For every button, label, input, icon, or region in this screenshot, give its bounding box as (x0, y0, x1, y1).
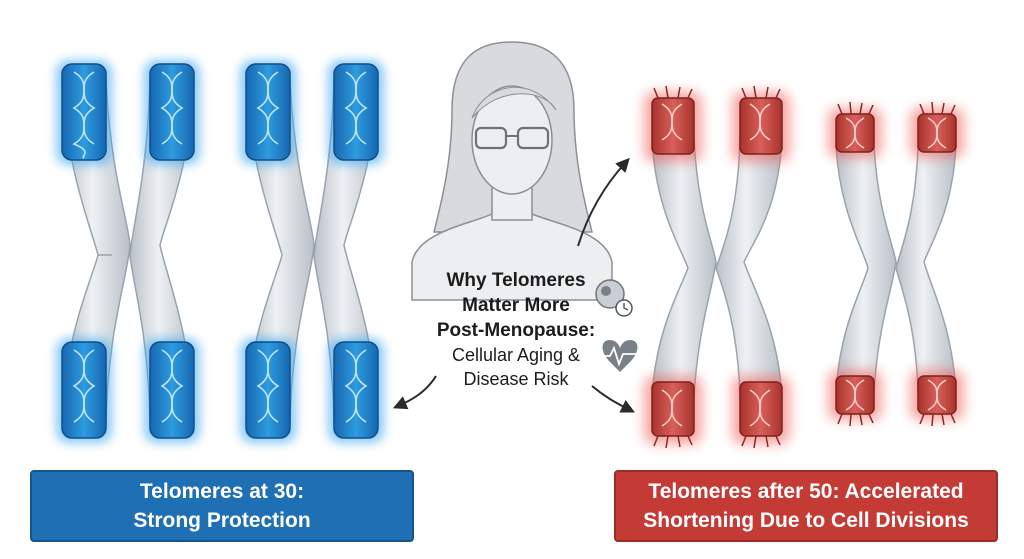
telomere-cap (149, 63, 195, 161)
telomere-cap (333, 63, 379, 161)
arrow-to-old-top (577, 157, 630, 247)
subtitle-line-1: Cellular Aging & (451, 345, 581, 365)
frayed-dna-icon (661, 103, 771, 427)
arrow-to-old-bottom (591, 385, 636, 413)
telomere-cap (651, 97, 695, 155)
healthy-chromosome-1 (56, 60, 200, 443)
dna-helix-icon (256, 71, 368, 423)
woman-silhouette-icon (411, 41, 613, 301)
banner-left-line-2: Strong Protection (133, 509, 311, 532)
banner-left-line-1: Telomeres at 30: (139, 480, 305, 503)
title-line-3: Post-Menopause: (436, 320, 596, 341)
chromosome-body (895, 139, 957, 401)
arrow-to-young (392, 375, 437, 410)
aged-telomeres-banner: Telomeres after 50: Accelerated Shorteni… (614, 470, 998, 542)
title-line-1: Why Telomeres (446, 270, 586, 291)
title-line-2: Matter More (462, 295, 570, 316)
telomere-cap (149, 341, 195, 439)
aged-chromosome-2 (828, 101, 964, 427)
infographic-title: Why Telomeres Matter More Post-Menopause… (396, 268, 636, 343)
chromosome-body (651, 131, 717, 405)
heart-pulse-icon (600, 340, 640, 372)
telomere-cap (333, 341, 379, 439)
subtitle-line-2: Disease Risk (463, 369, 569, 389)
telomere-cap (739, 97, 783, 155)
telomere-cap (739, 381, 783, 437)
young-telomeres-banner: Telomeres at 30: Strong Protection (30, 470, 414, 542)
telomere-cap (245, 341, 291, 439)
flow-arrows (392, 157, 636, 413)
frayed-dna-icon (845, 117, 947, 411)
chromosome-body (835, 139, 897, 401)
telomere-cap (245, 63, 291, 161)
chromosome-body (715, 131, 783, 405)
aged-chromosome-1 (644, 85, 790, 449)
banner-right-line-1: Telomeres after 50: Accelerated (648, 480, 964, 503)
infographic-subtitle: Cellular Aging & Disease Risk (396, 343, 636, 391)
telomere-cap (61, 63, 107, 161)
telomere-cap (61, 341, 107, 439)
cell-clock-icon (595, 279, 633, 317)
banner-right-line-2: Shortening Due to Cell Divisions (643, 509, 969, 532)
healthy-chromosome-2 (240, 60, 384, 443)
telomere-cap (651, 381, 695, 437)
dna-helix-icon (72, 71, 184, 423)
